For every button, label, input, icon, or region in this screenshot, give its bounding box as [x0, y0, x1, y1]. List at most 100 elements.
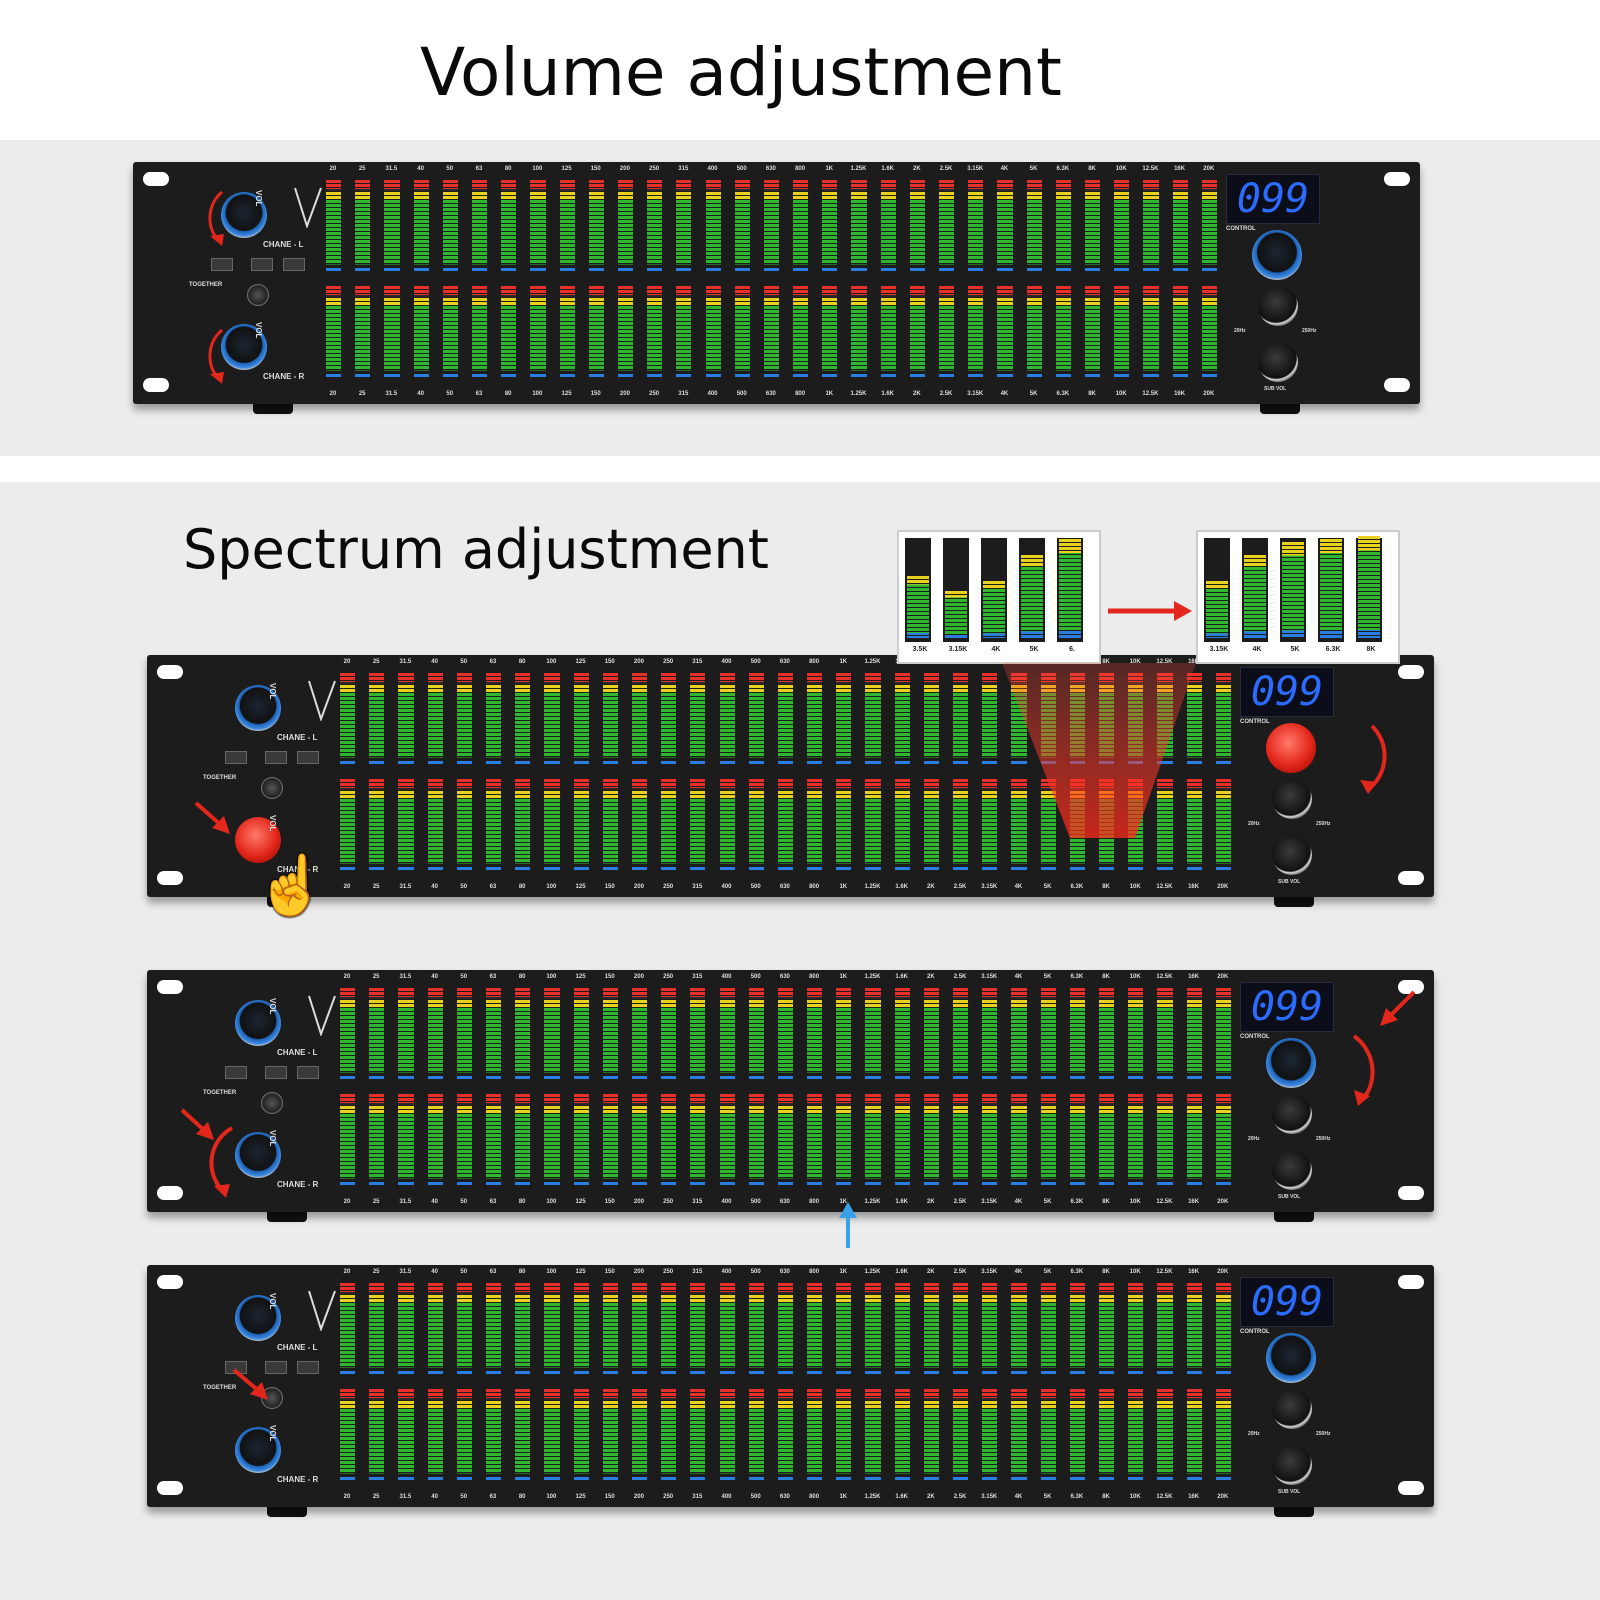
meter-bar: [1128, 1094, 1144, 1186]
meter-bar: [953, 1094, 969, 1186]
freq-label: 20K: [1203, 166, 1215, 172]
together-link-button[interactable]: [261, 1387, 283, 1409]
chane-r-label: CHANE - R: [277, 1475, 319, 1484]
rack-ear-hole: [1398, 1186, 1424, 1200]
zoom-bar-frame: [1356, 536, 1382, 642]
sub-vol-knob[interactable]: [1272, 1445, 1312, 1485]
meter-bar: [1069, 673, 1085, 765]
eq-logo-icon: [307, 992, 337, 1038]
vol-knob-left[interactable]: [235, 685, 281, 731]
freq-label: 5K: [1043, 1199, 1052, 1205]
meter-bar: [602, 988, 618, 1080]
mode-button-1[interactable]: [225, 1361, 247, 1374]
rack-ear-hole: [157, 980, 183, 994]
mode-button-2[interactable]: [265, 1361, 287, 1374]
freq-label: 800: [809, 1269, 820, 1275]
meter-bar: [923, 1389, 940, 1481]
together-link-button[interactable]: [247, 284, 269, 306]
mode-button-2[interactable]: [265, 1066, 287, 1079]
low-freq-knob[interactable]: [1258, 286, 1298, 326]
freq-label: 150: [604, 1494, 615, 1500]
mode-button-2[interactable]: [251, 258, 273, 271]
freq-label: 800: [795, 391, 806, 397]
meter-bar: [398, 1094, 414, 1186]
sub-vol-knob[interactable]: [1272, 1150, 1312, 1190]
freq-label: 1K: [839, 884, 848, 890]
chane-r-label: CHANE - R: [263, 372, 305, 381]
vol-knob-left[interactable]: [221, 192, 267, 238]
vol-knob-right[interactable]: [235, 817, 281, 863]
freq-label: 200: [633, 1269, 644, 1275]
mode-button-2[interactable]: [265, 751, 287, 764]
mode-button-3[interactable]: [283, 258, 305, 271]
mode-button-3[interactable]: [297, 1361, 319, 1374]
freq-label: 2.5K: [953, 1494, 967, 1500]
freq-label: 16K: [1188, 974, 1200, 980]
meter-bar: [530, 180, 546, 272]
low-freq-knob[interactable]: [1272, 1389, 1312, 1429]
low-freq-knob[interactable]: [1272, 779, 1312, 819]
freq-label: 500: [750, 1269, 761, 1275]
freq-label: 25: [358, 166, 366, 172]
meter-bar: [1114, 180, 1130, 272]
freq-label: 100: [546, 659, 557, 665]
control-knob[interactable]: [1266, 723, 1316, 773]
freq-label: 12.5K: [1156, 1269, 1173, 1275]
freq-label: 800: [795, 166, 806, 172]
meter-bar: [1157, 779, 1173, 871]
freq-label: 400: [721, 884, 732, 890]
control-knob[interactable]: [1266, 1038, 1316, 1088]
meter-bar: [602, 779, 618, 871]
meter-bar: [1011, 1389, 1027, 1481]
meter-bar: [923, 673, 940, 765]
freq-label: 1.25K: [864, 884, 881, 890]
vol-knob-right[interactable]: [235, 1132, 281, 1178]
vol-knob-left[interactable]: [235, 1295, 281, 1341]
meter-bar: [602, 673, 618, 765]
meter-bar: [1085, 180, 1101, 272]
meter-bar: [573, 779, 589, 871]
together-link-button[interactable]: [261, 1092, 283, 1114]
meter-bar: [427, 1094, 443, 1186]
mode-button-3[interactable]: [297, 1066, 319, 1079]
together-link-button[interactable]: [261, 777, 283, 799]
meter-bar: [1172, 180, 1188, 272]
vol-knob-right[interactable]: [221, 324, 267, 370]
freq-label: 2K: [927, 1199, 935, 1205]
sub-vol-knob[interactable]: [1258, 342, 1298, 382]
freq-label: 31.5: [399, 1269, 412, 1275]
meter-bar: [530, 286, 546, 378]
vol-label: VOL: [268, 1425, 277, 1442]
mode-button-3[interactable]: [297, 751, 319, 764]
freq-label: 25: [372, 1199, 380, 1205]
meter-bar: [719, 1389, 735, 1481]
freq-label: 150: [604, 659, 615, 665]
freq-label: 40: [431, 1494, 438, 1500]
zoom-bar-frame: [1204, 538, 1230, 642]
rack-ear-hole: [1398, 1481, 1424, 1495]
meter-bar: [515, 779, 531, 871]
sub-vol-knob[interactable]: [1272, 835, 1312, 875]
low-freq-knob[interactable]: [1272, 1094, 1312, 1134]
meter-bar: [661, 988, 677, 1080]
meter-bar: [515, 1389, 531, 1481]
meter-bar: [326, 180, 342, 272]
sub-vol-label: SUB VOL: [1278, 1194, 1301, 1200]
meter-bar: [1069, 1283, 1085, 1375]
freq-label: 12.5K: [1142, 166, 1159, 172]
control-label: CONTROL: [1240, 719, 1270, 725]
mode-button-1[interactable]: [225, 1066, 247, 1079]
control-knob[interactable]: [1252, 230, 1302, 280]
vol-knob-right[interactable]: [235, 1427, 281, 1473]
chane-l-label: CHANE - L: [277, 1048, 318, 1057]
meter-bar: [734, 286, 750, 378]
mode-button-1[interactable]: [225, 751, 247, 764]
freq-label: 20: [343, 659, 351, 665]
freq-label: 50: [460, 1494, 468, 1500]
meter-bar: [573, 673, 589, 765]
control-knob[interactable]: [1266, 1333, 1316, 1383]
vol-knob-left[interactable]: [235, 1000, 281, 1046]
meter-bar: [777, 673, 794, 765]
mode-button-1[interactable]: [211, 258, 233, 271]
meter-bar: [1186, 988, 1202, 1080]
